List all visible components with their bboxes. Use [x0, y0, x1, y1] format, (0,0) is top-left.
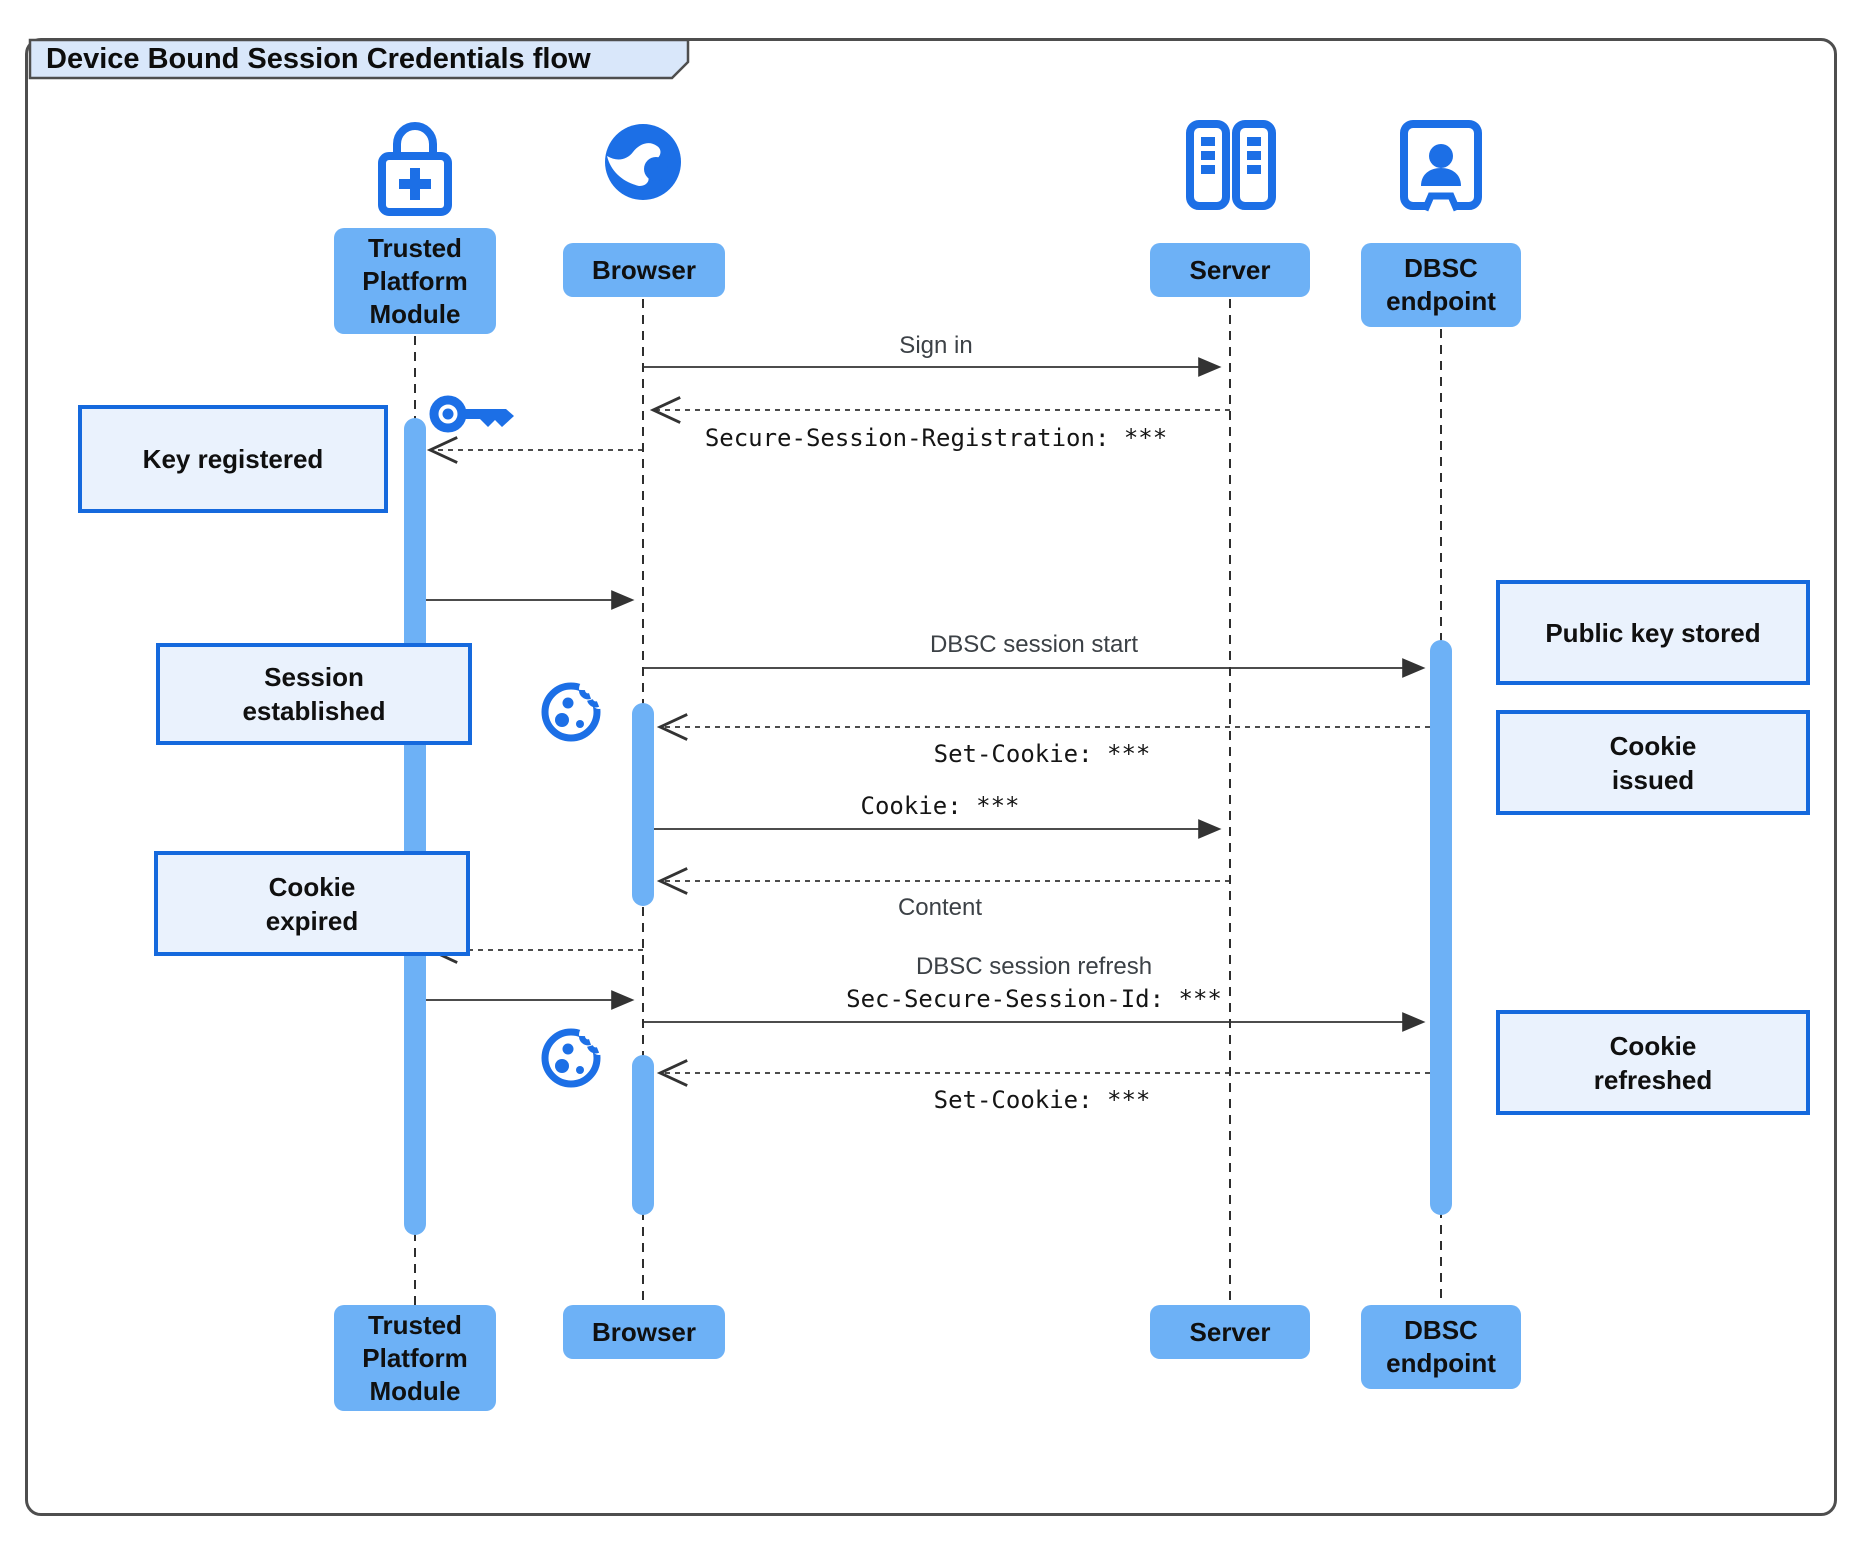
- message-label-sign-in: Sign in: [899, 332, 973, 359]
- actor-label-browser-top: Browser: [563, 243, 725, 297]
- key-icon: [429, 395, 514, 433]
- message-label-set-cookie-1: Set-Cookie: ***: [933, 740, 1151, 768]
- message-label-sec-secure-session-id: Sec-Secure-Session-Id: ***: [846, 985, 1222, 1013]
- actor-label-tpm-bottom: Trusted Platform Module: [334, 1305, 496, 1411]
- actor-label-dbsc-top: DBSC endpoint: [1361, 243, 1521, 327]
- actor-label-tpm-top: Trusted Platform Module: [334, 228, 496, 334]
- title-tab-shape: [28, 38, 690, 80]
- note-public-key-stored: Public key stored: [1496, 580, 1810, 685]
- actor-label-server-bottom: Server: [1150, 1305, 1310, 1359]
- message-label-dbsc-session-start: DBSC session start: [929, 631, 1139, 658]
- message-label-set-cookie-2: Set-Cookie: ***: [933, 1086, 1151, 1114]
- diagram-title: Device Bound Session Credentials flow: [46, 42, 591, 75]
- server-racks-icon: [1186, 120, 1276, 210]
- person-booth-icon: [1400, 120, 1482, 212]
- activation-bar-browser-2: [632, 1055, 654, 1215]
- message-label-content: Content: [897, 894, 983, 921]
- note-session-established: Session established: [156, 643, 472, 745]
- message-label-secure-session-registration: Secure-Session-Registration: ***: [704, 424, 1168, 452]
- note-cookie-expired: Cookie expired: [154, 851, 470, 956]
- actor-label-server-top: Server: [1150, 243, 1310, 297]
- lock-plus-icon: [378, 122, 452, 216]
- actor-label-dbsc-bottom: DBSC endpoint: [1361, 1305, 1521, 1389]
- note-key-registered: Key registered: [78, 405, 388, 513]
- cookie-icon: [541, 678, 606, 742]
- note-cookie-refreshed: Cookie refreshed: [1496, 1010, 1810, 1115]
- message-label-cookie: Cookie: ***: [860, 792, 1020, 820]
- activation-bar-dbsc: [1430, 640, 1452, 1215]
- activation-bar-tpm: [404, 418, 426, 1235]
- activation-bar-browser-1: [632, 703, 654, 906]
- message-label-dbsc-session-refresh: DBSC session refresh: [915, 953, 1153, 980]
- actor-label-browser-bottom: Browser: [563, 1305, 725, 1359]
- cookie-icon: [541, 1024, 606, 1088]
- globe-icon: [605, 124, 681, 200]
- note-cookie-issued: Cookie issued: [1496, 710, 1810, 815]
